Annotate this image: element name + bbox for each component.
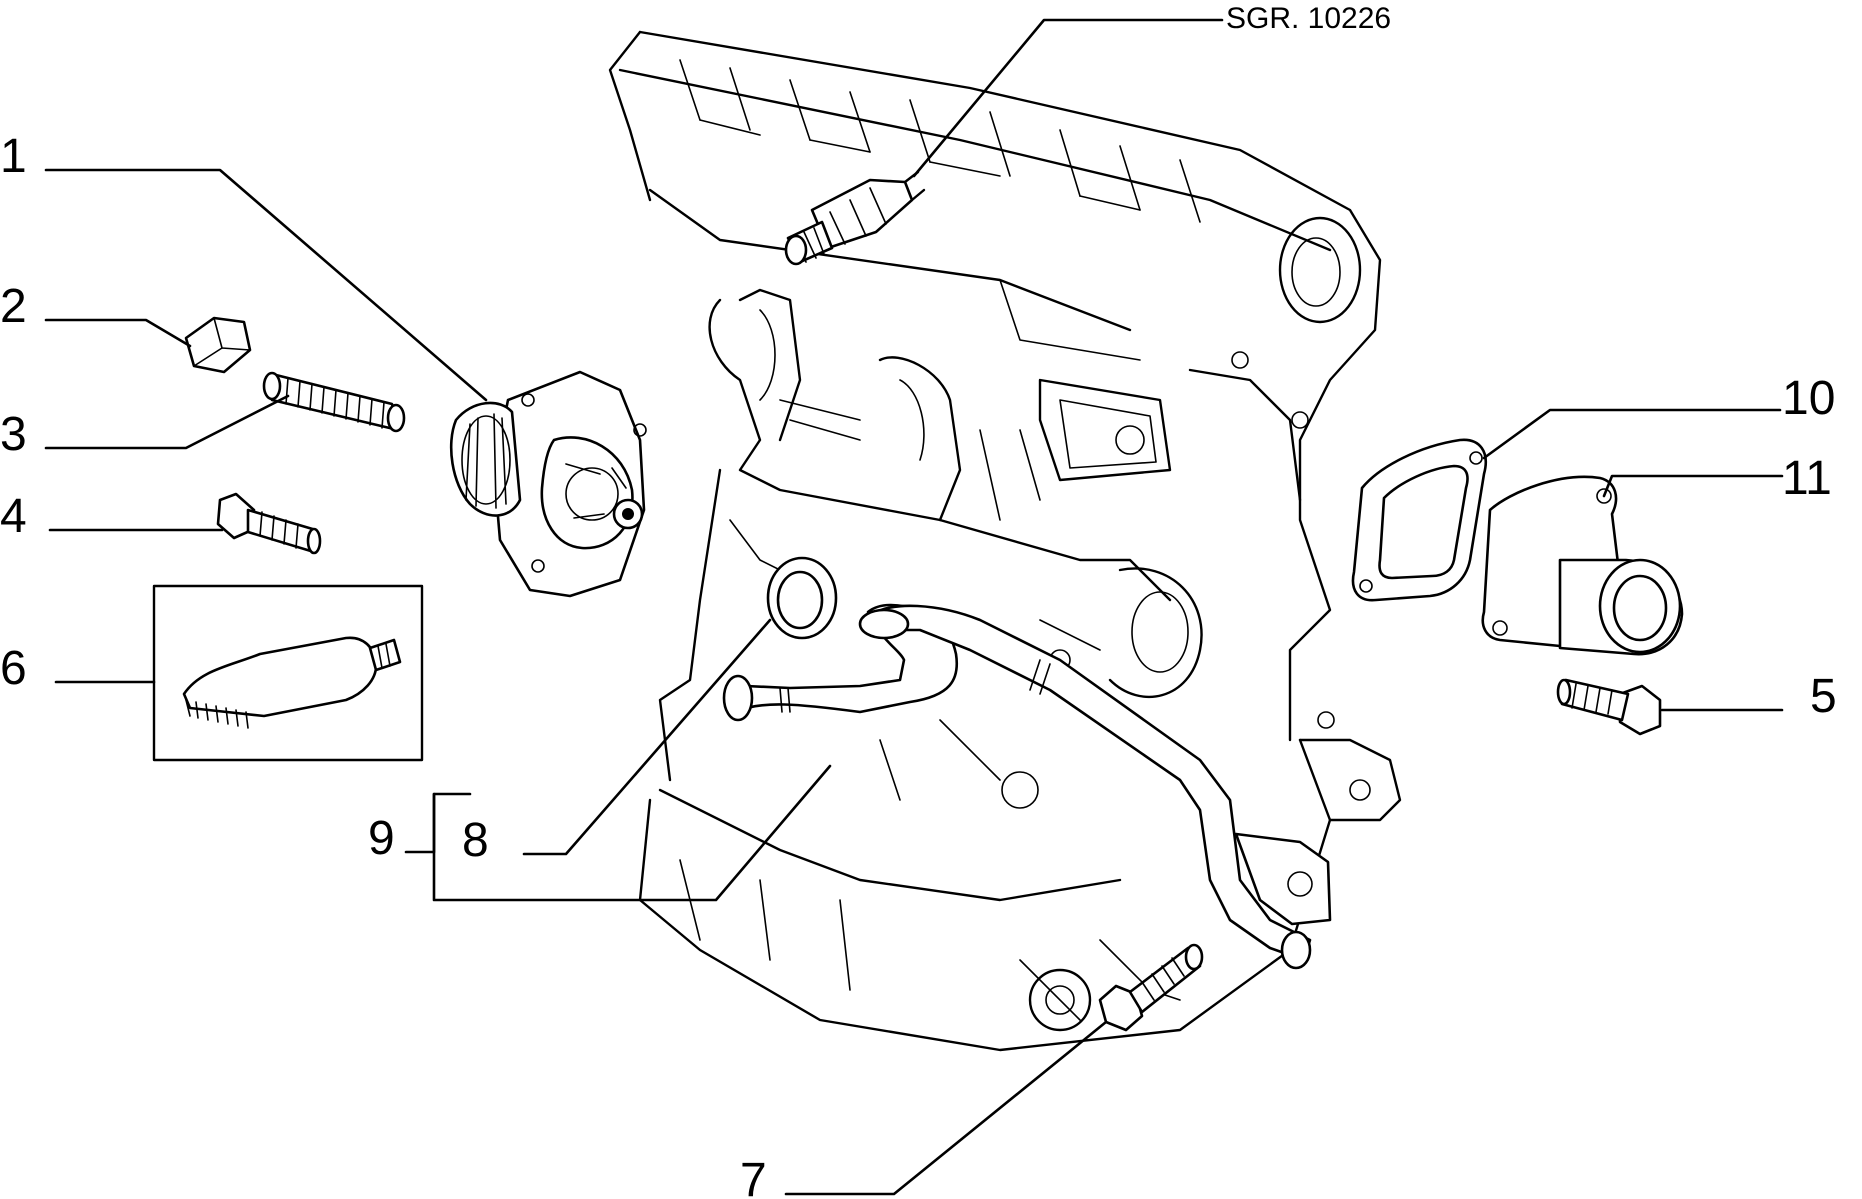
sealant-tube-box bbox=[152, 584, 424, 762]
hex-bolt-right bbox=[1556, 678, 1662, 736]
leader-11 bbox=[1602, 474, 1784, 498]
engine-block-outline bbox=[608, 30, 1402, 1052]
o-ring bbox=[766, 556, 838, 640]
callout-5: 5 bbox=[1810, 670, 1837, 723]
callout-6: 6 bbox=[0, 642, 27, 695]
leader-8 bbox=[522, 618, 772, 856]
leader-2 bbox=[44, 318, 192, 348]
leader-lines bbox=[44, 18, 1784, 1196]
leader-7 bbox=[784, 1020, 1108, 1196]
hex-bolt-lower bbox=[1098, 943, 1204, 1032]
callout-8: 8 bbox=[462, 814, 489, 867]
callout-9: 9 bbox=[368, 812, 395, 865]
threaded-stud bbox=[262, 371, 406, 433]
callout-4: 4 bbox=[0, 490, 27, 543]
water-pump bbox=[449, 370, 647, 598]
coolant-pipe bbox=[722, 603, 1332, 970]
leader-3 bbox=[44, 394, 290, 450]
leader-ref bbox=[912, 18, 1224, 178]
hex-bolt-small bbox=[216, 492, 322, 555]
callout-7: 7 bbox=[740, 1154, 767, 1199]
leader-9-bracket bbox=[432, 764, 832, 902]
reference-code: SGR. 10226 bbox=[1226, 2, 1391, 35]
thermostat-housing bbox=[1481, 475, 1684, 656]
temperature-sender bbox=[784, 170, 926, 266]
callout-1: 1 bbox=[0, 130, 27, 183]
leader-10 bbox=[1482, 408, 1782, 460]
leader-1 bbox=[44, 168, 488, 402]
callout-10: 10 bbox=[1782, 372, 1835, 425]
callout-2: 2 bbox=[0, 280, 27, 333]
callout-3: 3 bbox=[0, 408, 27, 461]
callout-11: 11 bbox=[1782, 452, 1832, 505]
thermostat-gasket bbox=[1351, 438, 1487, 602]
leader-9-tick bbox=[404, 792, 436, 854]
hex-nut bbox=[184, 316, 252, 374]
